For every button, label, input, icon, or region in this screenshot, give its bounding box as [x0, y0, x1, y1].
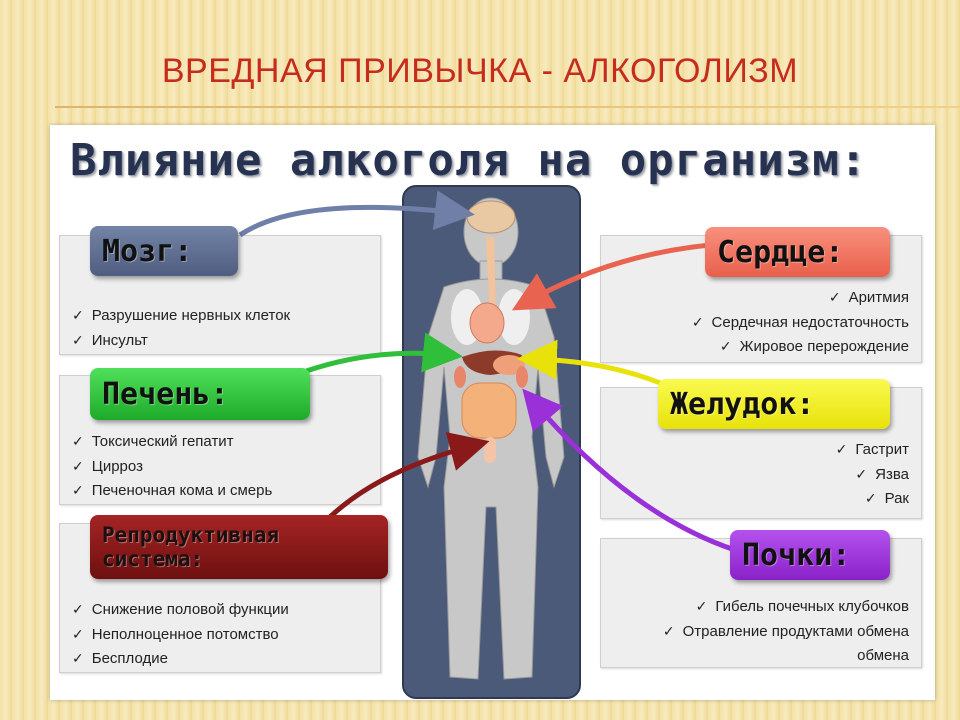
arrows-layer [238, 190, 736, 553]
list-item: ✓ Бесплодие [72, 647, 289, 672]
brain-arrow [238, 190, 475, 238]
slide-title: ВРЕДНАЯ ПРИВЫЧКА - АЛКОГОЛИЗМ [161, 52, 799, 90]
list-item-text: Токсический гепатит [91, 433, 234, 450]
list-item-text: Неполноценное потомство [91, 625, 279, 643]
list-item: ✓ Гибель почечных клубочков [663, 595, 909, 620]
list-item: ✓ Сердечная недостаточность [692, 311, 909, 336]
infographic-panel: Влияние алкоголя на организм: ✓ Разрушени… [50, 125, 935, 700]
check-icon: ✓ [72, 626, 84, 643]
check-icon: ✓ [72, 332, 84, 349]
list-item: ✓ Токсический гепатит [72, 430, 272, 455]
list-item-text: Гастрит [855, 441, 909, 458]
list-item-text: Цирроз [91, 457, 143, 475]
list-item-continuation: обмена [857, 647, 909, 664]
list-item-text: Разрушение нервных клеток [91, 307, 291, 324]
check-icon: ✓ [855, 466, 868, 483]
list-item-text: Рак [884, 490, 909, 507]
list-item: ✓ Жировое перерождение [692, 335, 909, 360]
stomach-label: Желудок: [658, 379, 890, 429]
check-icon: ✓ [72, 602, 84, 618]
repro-effects-list: ✓ Снижение половой функции ✓ Неполноценное… [72, 598, 289, 672]
list-item-text: Аритмия [848, 289, 909, 306]
kidneys-label: Почки: [730, 530, 890, 580]
heart-effects-list: ✓ Аритмия ✓ Сердечная недостаточность ✓ Жир… [692, 286, 909, 360]
check-icon: ✓ [72, 458, 84, 475]
repro-arrow [328, 432, 490, 519]
stomach-effects-list: ✓ Гастрит ✓ Язва ✓ Рак [836, 438, 909, 512]
check-icon: ✓ [695, 599, 708, 615]
liver-effects-list: ✓ Токсический гепатит ✓ Цирроз ✓ Печеночная… [72, 430, 272, 504]
list-item-text: Печеночная кома и смерь [91, 482, 273, 499]
title-divider [55, 106, 960, 108]
check-icon: ✓ [691, 314, 704, 331]
list-item-text: Снижение половой функции [91, 601, 289, 618]
list-item: обмена [663, 644, 909, 668]
liver-arrow [294, 332, 463, 378]
list-item-text: Гибель почечных клубочков [715, 598, 909, 615]
list-item: ✓ Аритмия [692, 286, 909, 311]
list-item-text: Бесплодие [91, 650, 168, 667]
check-icon: ✓ [662, 623, 675, 640]
check-icon: ✓ [719, 339, 732, 355]
list-item: ✓ Рак [836, 487, 909, 512]
list-item-text: Жировое перерождение [739, 338, 909, 355]
stomach-arrow [517, 339, 671, 390]
list-item: ✓ Разрушение нервных клеток [72, 304, 290, 329]
list-item: ✓ Гастрит [836, 438, 909, 463]
list-item: ✓ Инсульт [72, 329, 290, 354]
heart-arrow [511, 242, 711, 311]
heart-label: Сердце: [705, 227, 890, 277]
liver-label: Печень: [90, 368, 310, 420]
brain-label: Мозг: [90, 226, 238, 276]
list-item-text: Отравление продуктами обмена [682, 622, 909, 640]
repro-label: Репродуктивная система: [90, 515, 388, 579]
list-item: ✓ Язва [836, 463, 909, 488]
list-item: ✓ Снижение половой функции [72, 598, 289, 623]
brain-effects-list: ✓ Разрушение нервных клеток ✓ Инсульт [72, 304, 290, 353]
list-item-text: Инсульт [91, 331, 148, 349]
list-item: ✓ Отравление продуктами обмена [663, 620, 909, 645]
check-icon: ✓ [72, 308, 84, 324]
list-item-text: Язва [875, 465, 909, 483]
kidneys-arrow [522, 388, 736, 553]
list-item: ✓ Цирроз [72, 455, 272, 480]
list-item-text: Сердечная недостаточность [711, 313, 909, 331]
list-item: ✓ Печеночная кома и смерь [72, 479, 272, 504]
check-icon: ✓ [864, 491, 877, 507]
check-icon: ✓ [72, 651, 84, 667]
check-icon: ✓ [72, 483, 84, 499]
kidneys-effects-list: ✓ Гибель почечных клубочков ✓ Отравление п… [663, 595, 909, 668]
list-item: ✓ Неполноценное потомство [72, 623, 289, 648]
check-icon: ✓ [828, 290, 841, 306]
check-icon: ✓ [835, 442, 848, 458]
check-icon: ✓ [72, 434, 84, 450]
infographic-heading: Влияние алкоголя на организм: [70, 135, 868, 186]
